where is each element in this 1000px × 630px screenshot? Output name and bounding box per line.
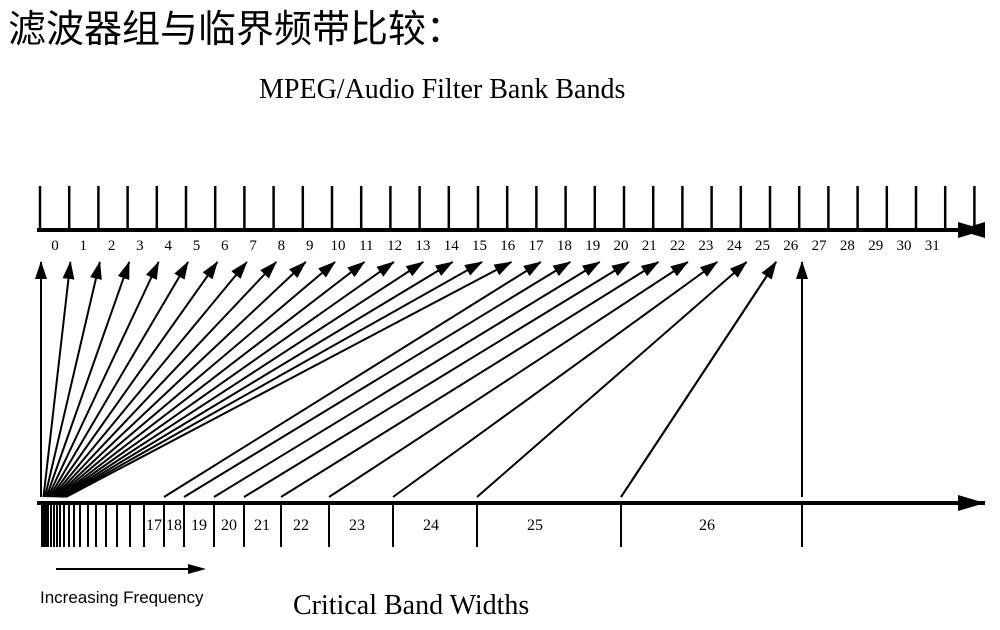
- mapping-arrow: [476, 261, 748, 498]
- filter-band-label: 2: [108, 238, 116, 254]
- filter-band-label: 26: [783, 238, 799, 254]
- filter-band-label: 22: [670, 238, 685, 254]
- frequency-arrowhead: [188, 564, 206, 574]
- filter-band-label: 6: [221, 238, 229, 254]
- filter-band-label: 27: [812, 238, 828, 254]
- filter-band-label: 29: [868, 238, 883, 254]
- mapping-arrow: [163, 261, 542, 498]
- filter-bank-axis-arrowhead-tip: [958, 222, 985, 238]
- critical-band-label: 19: [191, 517, 207, 534]
- filter-band-label: 20: [614, 238, 629, 254]
- critical-band-label: 18: [166, 517, 182, 534]
- mapping-arrow: [53, 261, 277, 498]
- filter-band-label: 19: [585, 238, 600, 254]
- mapping-arrow: [44, 261, 102, 498]
- page-heading: 滤波器组与临界频带比较：: [8, 7, 465, 51]
- mapping-arrow: [47, 261, 160, 498]
- critical-band-label: 21: [254, 517, 270, 534]
- filter-band-label: 8: [278, 238, 286, 254]
- increasing-frequency-label: Increasing Frequency: [40, 588, 204, 607]
- mapping-arrow: [213, 261, 601, 498]
- critical-band-label: 17: [146, 517, 162, 534]
- filter-band-label: 18: [557, 238, 572, 254]
- critical-band-label: 25: [527, 517, 543, 534]
- filter-band-label: 15: [472, 238, 487, 254]
- mapping-arrows: [35, 261, 808, 498]
- critical-band-widths-label: Critical Band Widths: [293, 590, 530, 621]
- mapping-arrow: [62, 261, 454, 498]
- mapping-arrow: [60, 261, 425, 498]
- mapping-arrow: [57, 261, 366, 498]
- mapping-arrow: [280, 261, 660, 498]
- increasing-frequency-arrow: [56, 564, 206, 574]
- critical-band-label: 23: [349, 517, 365, 534]
- mapping-arrow: [65, 261, 513, 498]
- mapping-arrow: [56, 261, 336, 498]
- filter-band-label: 9: [306, 238, 314, 254]
- mapping-arrow: [183, 261, 572, 498]
- mapping-arrow: [54, 261, 307, 498]
- filter-band-label: 7: [249, 238, 257, 254]
- critical-band-axis-arrowhead: [958, 495, 985, 511]
- filter-band-label: 13: [415, 238, 430, 254]
- filter-band-label: 28: [840, 238, 855, 254]
- mapping-arrow: [392, 261, 719, 498]
- filter-band-label: 24: [727, 238, 743, 254]
- mapping-arrow: [50, 261, 219, 498]
- critical-band-label: 20: [221, 517, 237, 534]
- filter-band-label: 14: [444, 238, 460, 254]
- mapping-arrow: [45, 261, 131, 498]
- filter-band-label: 30: [897, 238, 912, 254]
- mapping-arrow: [51, 261, 248, 498]
- filter-band-label: 23: [698, 238, 713, 254]
- filter-band-label: 1: [80, 238, 88, 254]
- mapping-arrow: [42, 261, 75, 498]
- critical-band-label: 26: [699, 517, 715, 534]
- filter-band-label: 12: [387, 238, 402, 254]
- filter-band-label: 21: [642, 238, 657, 254]
- filter-band-label: 31: [925, 238, 940, 254]
- filter-band-label: 17: [529, 238, 545, 254]
- mapping-arrow: [64, 261, 483, 498]
- mapping-arrow: [243, 261, 630, 498]
- filter-band-label: 3: [136, 238, 144, 254]
- filter-band-label: 16: [500, 238, 516, 254]
- mapping-arrow: [48, 261, 189, 498]
- critical-band-label: 22: [293, 517, 309, 534]
- filter-band-label: 0: [51, 238, 59, 254]
- filter-band-label: 10: [331, 238, 346, 254]
- mapping-arrow: [328, 261, 689, 498]
- filter-bank-title: MPEG/Audio Filter Bank Bands: [259, 74, 626, 105]
- filter-band-label: 4: [164, 238, 172, 254]
- filter-band-label: 5: [193, 238, 201, 254]
- filter-band-label: 25: [755, 238, 770, 254]
- mapping-arrow: [620, 261, 777, 498]
- mapping-arrow: [59, 261, 395, 498]
- filter-band-label: 11: [359, 238, 373, 254]
- critical-band-label: 24: [423, 517, 439, 534]
